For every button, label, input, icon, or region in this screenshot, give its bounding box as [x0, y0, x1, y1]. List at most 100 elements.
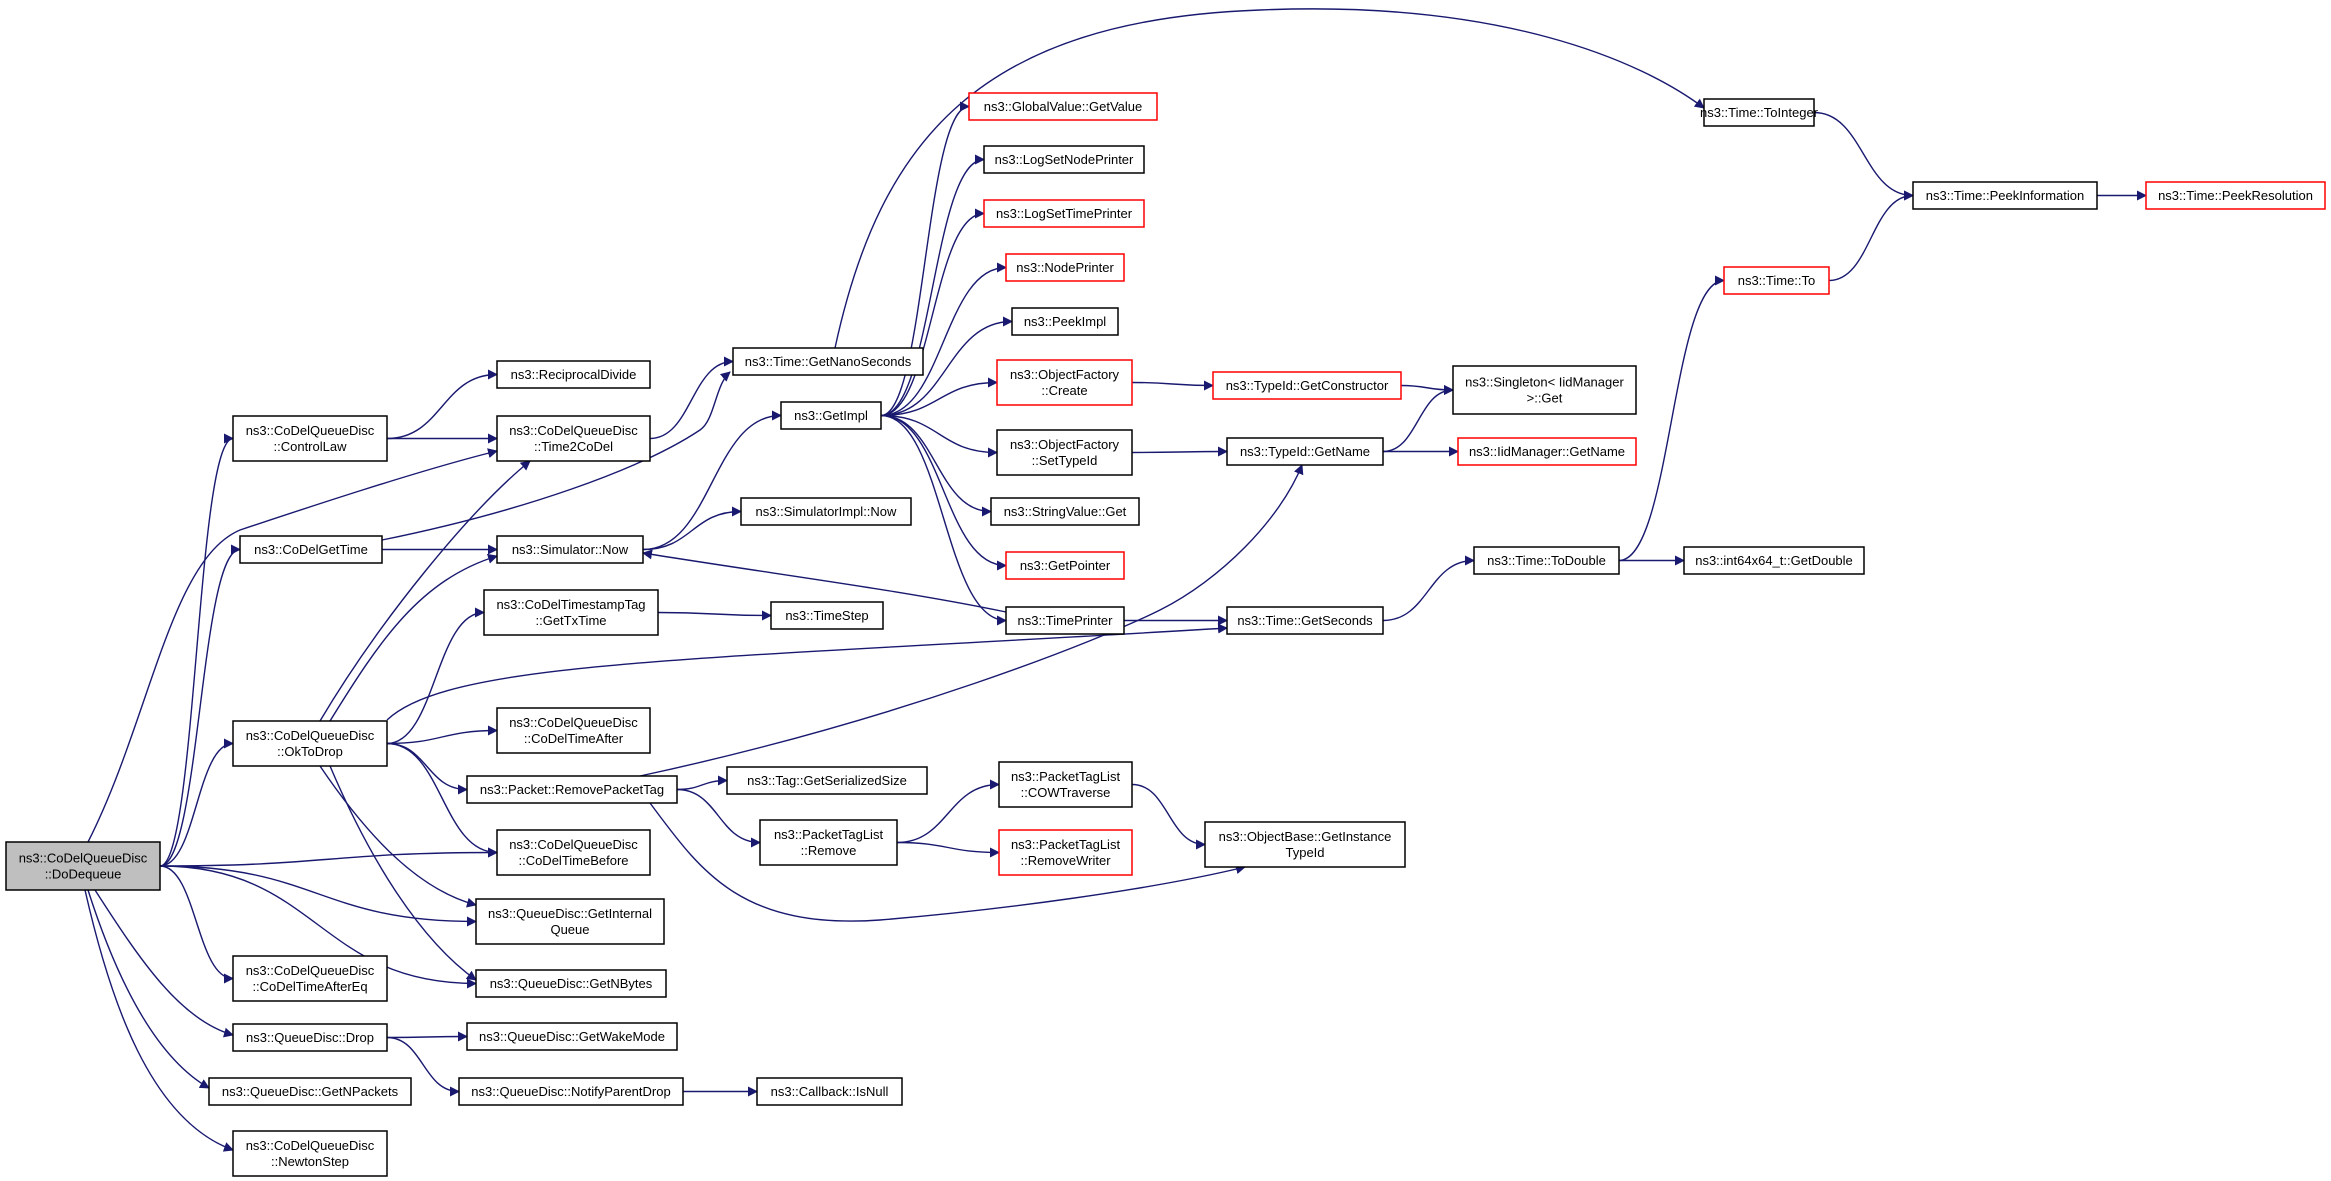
node-time2codel[interactable]: ns3::CoDelQueueDisc::Time2CoDel	[496, 415, 651, 462]
node-label: ns3::CoDelTimestampTag	[496, 597, 645, 612]
node-getwakemode[interactable]: ns3::QueueDisc::GetWakeMode	[466, 1022, 678, 1051]
edge-getnanoseconds-to-timetointeger	[834, 8, 1705, 349]
node-box	[990, 497, 1140, 526]
node-typeidgetname[interactable]: ns3::TypeId::GetName	[1226, 437, 1384, 466]
node-codelgettime[interactable]: ns3::CoDelGetTime	[239, 535, 383, 564]
edge-oktodrop-to-codeltimeafter	[386, 725, 498, 745]
edge-controllaw-to-reciprocaldivide	[386, 369, 498, 440]
edge-removepackettag-to-packettaglistremove	[676, 788, 761, 848]
edge-getimpl-to-objectfactorycreate	[880, 377, 998, 417]
node-simimplnow[interactable]: ns3::SimulatorImpl::Now	[740, 497, 912, 526]
edge-removepackettag-to-taggetserializedsize	[676, 775, 728, 791]
node-notifyparentdrop[interactable]: ns3::QueueDisc::NotifyParentDrop	[458, 1077, 684, 1106]
edge-dodequeue-to-oktodrop	[159, 738, 234, 867]
node-label: ns3::CoDelQueueDisc	[509, 423, 638, 438]
node-peekimpl[interactable]: ns3::PeekImpl	[1011, 307, 1119, 336]
node-label: ns3::PeekImpl	[1024, 314, 1106, 329]
node-singletonget[interactable]: ns3::Singleton< IidManager >::Get	[1452, 365, 1637, 415]
edge-oktodrop-to-getinternalqueue	[319, 765, 477, 908]
node-objectfactorysettypeid[interactable]: ns3::ObjectFactory::SetTypeId	[996, 429, 1133, 476]
function-nodes: ns3::CoDelQueueDisc::DoDequeuens3::CoDel…	[5, 92, 2326, 1177]
node-box	[1005, 253, 1125, 282]
node-getimpl[interactable]: ns3::GetImpl	[780, 401, 882, 430]
node-box	[770, 601, 884, 630]
edge-objectfactorysettypeid-to-typeidgetname	[1131, 446, 1228, 457]
node-label: ns3::Time::PeekInformation	[1926, 188, 2084, 203]
edge-getimpl-to-logsettimeprinter	[880, 208, 985, 417]
node-box	[5, 841, 161, 891]
node-removepackettag[interactable]: ns3::Packet::RemovePacketTag	[466, 775, 678, 804]
node-label: ns3::ReciprocalDivide	[511, 367, 637, 382]
node-box	[968, 92, 1158, 121]
edge-time2codel-to-getnanoseconds	[649, 356, 734, 440]
node-typeidgetconstructor[interactable]: ns3::TypeId::GetConstructor	[1212, 371, 1402, 400]
edge-codelgettime-to-getnanoseconds	[381, 371, 731, 541]
edge-dodequeue-to-controllaw	[159, 433, 234, 867]
node-codeltimeaftereq[interactable]: ns3::CoDelQueueDisc::CoDelTimeAfterEq	[232, 955, 388, 1002]
node-label: ns3::CoDelQueueDisc	[246, 963, 375, 978]
node-nodeprinter[interactable]: ns3::NodePrinter	[1005, 253, 1125, 282]
node-timepeekinformation[interactable]: ns3::Time::PeekInformation	[1912, 181, 2098, 210]
edge-oktodrop-to-codeltimebefore	[386, 742, 498, 858]
node-getnanoseconds[interactable]: ns3::Time::GetNanoSeconds	[732, 347, 924, 376]
edge-timetodouble-to-timeto	[1618, 275, 1725, 562]
node-timestep[interactable]: ns3::TimeStep	[770, 601, 884, 630]
node-box	[732, 347, 924, 376]
node-timegetseconds[interactable]: ns3::Time::GetSeconds	[1226, 606, 1384, 635]
node-codeltimeafter[interactable]: ns3::CoDelQueueDisc::CoDelTimeAfter	[496, 707, 651, 754]
node-label: ns3::CoDelQueueDisc	[246, 423, 375, 438]
node-removewriter[interactable]: ns3::PacketTagList::RemoveWriter	[998, 829, 1133, 876]
node-drop[interactable]: ns3::QueueDisc::Drop	[232, 1023, 388, 1052]
node-taggetserializedsize[interactable]: ns3::Tag::GetSerializedSize	[726, 766, 928, 795]
node-iidmanagergetname[interactable]: ns3::IidManager::GetName	[1457, 437, 1637, 466]
node-codeltimebefore[interactable]: ns3::CoDelQueueDisc::CoDelTimeBefore	[496, 829, 651, 876]
node-timepeekresolution[interactable]: ns3::Time::PeekResolution	[2145, 181, 2326, 210]
node-getnpackets[interactable]: ns3::QueueDisc::GetNPackets	[208, 1077, 412, 1106]
node-box	[458, 1077, 684, 1106]
node-timeto[interactable]: ns3::Time::To	[1723, 266, 1830, 295]
node-dodequeue[interactable]: ns3::CoDelQueueDisc::DoDequeue	[5, 841, 161, 891]
edge-dodequeue-to-drop	[94, 889, 234, 1038]
edge-drop-to-getwakemode	[386, 1031, 468, 1042]
node-box	[996, 429, 1133, 476]
node-label: ns3::CoDelQueueDisc	[509, 837, 638, 852]
node-reciprocaldivide[interactable]: ns3::ReciprocalDivide	[496, 360, 651, 389]
node-box	[1005, 606, 1125, 635]
node-logsetnodeprinter[interactable]: ns3::LogSetNodePrinter	[983, 145, 1145, 174]
node-logsettimeprinter[interactable]: ns3::LogSetTimePrinter	[983, 199, 1145, 228]
node-getpointer[interactable]: ns3::GetPointer	[1005, 551, 1125, 580]
edge-getimpl-to-stringvalueget	[880, 414, 992, 517]
node-box	[1703, 98, 1815, 127]
node-timetointeger[interactable]: ns3::Time::ToInteger	[1700, 98, 1819, 127]
node-stringvalueget[interactable]: ns3::StringValue::Get	[990, 497, 1140, 526]
node-callbackisnull[interactable]: ns3::Callback::IsNull	[756, 1077, 903, 1106]
node-simnow[interactable]: ns3::Simulator::Now	[496, 535, 644, 564]
node-label: ns3::QueueDisc::GetNPackets	[222, 1084, 399, 1099]
node-int64getdouble[interactable]: ns3::int64x64_t::GetDouble	[1683, 546, 1865, 575]
node-getnbytes[interactable]: ns3::QueueDisc::GetNBytes	[475, 969, 667, 998]
node-timeprinter[interactable]: ns3::TimePrinter	[1005, 606, 1125, 635]
node-gettxtime[interactable]: ns3::CoDelTimestampTag::GetTxTime	[483, 589, 659, 636]
node-box	[1005, 551, 1125, 580]
node-label: ::DoDequeue	[45, 867, 122, 882]
edge-dodequeue-to-getnpackets	[87, 889, 210, 1089]
node-controllaw[interactable]: ns3::CoDelQueueDisc::ControlLaw	[232, 415, 388, 462]
node-oktodrop[interactable]: ns3::CoDelQueueDisc::OkToDrop	[232, 720, 388, 767]
node-label: ::RemoveWriter	[1020, 853, 1111, 868]
node-label: ns3::GetPointer	[1020, 558, 1111, 573]
node-label: ns3::IidManager::GetName	[1469, 444, 1625, 459]
node-label: ::CoDelTimeAfter	[524, 731, 624, 746]
edge-oktodrop-to-timegetseconds	[386, 623, 1228, 721]
node-objectfactorycreate[interactable]: ns3::ObjectFactory::Create	[996, 359, 1133, 406]
node-label: ns3::QueueDisc::NotifyParentDrop	[471, 1084, 670, 1099]
node-globalvaluegetvalue[interactable]: ns3::GlobalValue::GetValue	[968, 92, 1158, 121]
node-packettaglistremove[interactable]: ns3::PacketTagList::Remove	[759, 819, 898, 866]
node-newtonstep[interactable]: ns3::CoDelQueueDisc::NewtonStep	[232, 1130, 388, 1177]
edge-typeidgetconstructor-to-singletonget	[1400, 384, 1454, 395]
node-cowtraverse[interactable]: ns3::PacketTagList::COWTraverse	[998, 761, 1133, 808]
node-timetodouble[interactable]: ns3::Time::ToDouble	[1473, 546, 1620, 575]
edge-getimpl-to-nodeprinter	[880, 262, 1007, 417]
node-box	[2145, 181, 2326, 210]
